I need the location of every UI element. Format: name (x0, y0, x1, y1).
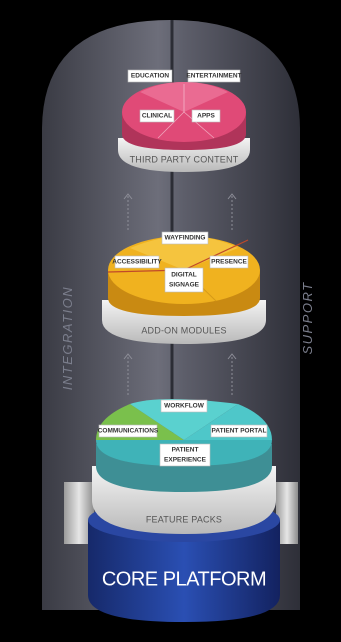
arrow-left-upper (123, 193, 133, 230)
core-platform-label: CORE PLATFORM (102, 568, 266, 590)
integration-label: INTEGRATION (60, 286, 75, 390)
tag-education: EDUCATION (131, 73, 169, 80)
arrow-left-lower (123, 353, 133, 395)
addon-band-label: ADD-ON MODULES (141, 325, 226, 335)
tag-patient: PATIENT (172, 447, 199, 454)
tag-workflow: WORKFLOW (164, 403, 205, 410)
tag-communications: COMMUNICATIONS (98, 428, 159, 435)
core-bracket-right (276, 482, 298, 544)
feature-packs-tier: FEATURE PACKS WORKFLOW COMMUNICATIONS PA… (92, 399, 276, 534)
feature-segment-teal-top (130, 399, 238, 440)
feature-band-label: FEATURE PACKS (146, 514, 222, 524)
third-party-band-label: THIRD PARTY CONTENT (130, 154, 239, 164)
core-cylinder (88, 520, 280, 622)
tag-entertainment: ENTERTAINMENT (186, 73, 241, 80)
tag-clinical: CLINICAL (142, 113, 172, 120)
tag-digital: DIGITAL (171, 272, 197, 279)
tag-experience: EXPERIENCE (164, 457, 207, 464)
add-on-modules-tier: ADD-ON MODULES WAYFINDING ACCESSIBILITY … (102, 231, 266, 344)
third-party-content-tier: THIRD PARTY CONTENT EDUCATION ENTERTAINM… (118, 69, 250, 172)
tag-apps: APPS (197, 113, 215, 120)
arrow-right-lower (227, 353, 237, 395)
tag-accessibility: ACCESSIBILITY (112, 259, 162, 266)
addon-segment-back (130, 236, 238, 270)
tag-presence: PRESENCE (211, 259, 247, 266)
support-label: SUPPORT (300, 281, 315, 354)
tag-signage: SIGNAGE (169, 282, 200, 289)
tag-wayfinding: WAYFINDING (165, 235, 206, 242)
arrow-right-upper (227, 193, 237, 230)
tag-patient-portal: PATIENT PORTAL (212, 428, 267, 435)
